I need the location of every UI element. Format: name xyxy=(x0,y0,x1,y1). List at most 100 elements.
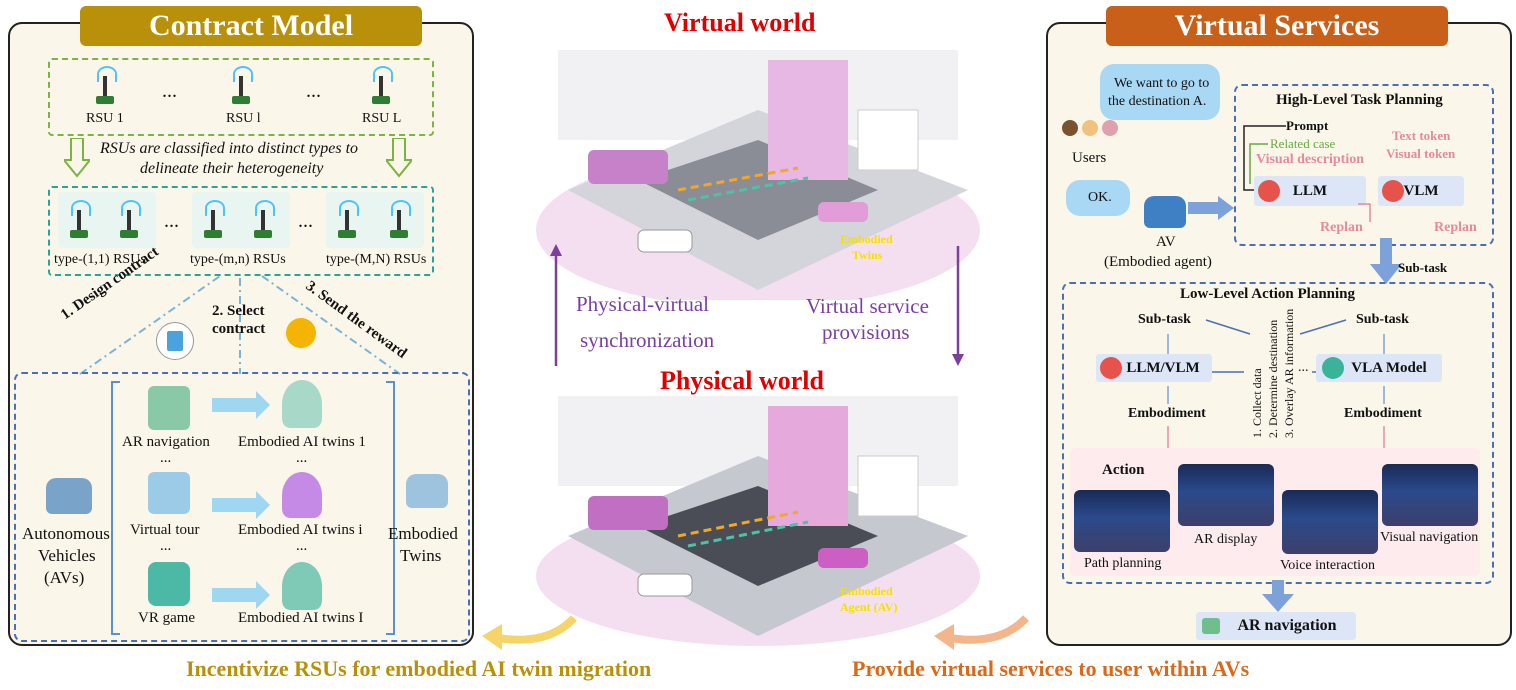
av-right-label-1: AV xyxy=(1156,234,1176,250)
step-select-contract: 2. Select contract xyxy=(212,303,266,337)
rsu-types-box xyxy=(48,186,434,276)
ok-bubble-text: OK. xyxy=(1088,190,1112,205)
embodied-agent-car-icon xyxy=(1144,196,1186,228)
rsu-ellipsis-1: ... xyxy=(162,80,177,102)
prompt-label: Prompt xyxy=(1286,118,1329,133)
sync-arrow-up-icon xyxy=(550,244,562,366)
vlm-brain-icon xyxy=(1382,180,1404,202)
provision-label-2: provisions xyxy=(822,320,910,344)
user-speech-bubble xyxy=(1100,64,1220,120)
type-MN-rsu-a-icon xyxy=(334,200,360,240)
path-planning-image xyxy=(1074,490,1170,552)
physical-world-scene xyxy=(536,396,980,646)
left-brace xyxy=(111,381,120,635)
action-ar-display: AR display xyxy=(1194,532,1258,547)
low-steps-3: 3. Overlay AR information xyxy=(1282,308,1296,438)
reward-coins-icon xyxy=(286,318,316,348)
contract-document-icon xyxy=(156,322,194,360)
llm-vlm-label: LLM/VLM xyxy=(1126,360,1200,376)
type-mn-rsu-a-icon xyxy=(200,200,226,240)
provision-label-1: Virtual service xyxy=(806,294,929,318)
type-mn-label: type-(m,n) RSUs xyxy=(190,252,286,267)
caption-right: Provide virtual services to user within … xyxy=(852,656,1250,681)
type-11-rsu-a-icon xyxy=(66,200,92,240)
ar-navigation-icon xyxy=(148,386,190,430)
low-subtask-right: Sub-task xyxy=(1356,312,1409,327)
rsu-1-icon xyxy=(92,66,118,106)
service-vr-game: VR game xyxy=(138,610,196,626)
low-steps-1: 1. Collect data xyxy=(1250,368,1264,438)
embodied-twins-car-icon xyxy=(406,474,448,508)
sync-label-2: synchronization xyxy=(580,328,715,352)
ar-navigation-output: AR navigation xyxy=(1196,612,1356,640)
action-label: Action xyxy=(1102,462,1145,478)
text-token-label: Text token xyxy=(1392,128,1451,143)
curved-arrow-left-icon xyxy=(482,615,577,650)
vla-model-label: VLA Model xyxy=(1351,360,1427,376)
vlm-replan-label: Replan xyxy=(1434,220,1477,235)
virtual-tag-1: Embodied xyxy=(840,232,893,246)
action-path-planning: Path planning xyxy=(1084,556,1162,571)
rsu-l-label: RSU l xyxy=(226,111,261,126)
ar-display-image xyxy=(1178,464,1274,526)
llm-replan-loop xyxy=(1358,203,1371,222)
virtual-services-title: Virtual Services xyxy=(1106,6,1448,46)
action-visual-navigation: Visual navigation xyxy=(1380,530,1479,545)
type-mn-rsu-b-icon xyxy=(250,200,276,240)
twin-label-3: Embodied AI twins I xyxy=(238,610,364,626)
service-virtual-tour: Virtual tour xyxy=(130,522,200,538)
embodied-twins-label-2: Twins xyxy=(400,546,442,565)
high-level-planning-box xyxy=(1234,84,1494,246)
down-arrow-right-icon xyxy=(386,138,412,178)
map-arrow-1 xyxy=(212,391,270,419)
ar-navigation-output-label: AR navigation xyxy=(1237,617,1337,634)
twin-label-2: Embodied AI twins i xyxy=(238,522,363,538)
rsu-ellipsis-2: ... xyxy=(306,80,321,102)
prompt-connector xyxy=(1243,125,1286,191)
twin-label-1: Embodied AI twins 1 xyxy=(238,434,366,450)
rsu-1-label: RSU 1 xyxy=(86,111,124,126)
av-label-1: Autonomous xyxy=(22,524,110,543)
av-label-3: (AVs) xyxy=(44,568,85,587)
type-11-rsu-b-icon xyxy=(116,200,142,240)
visual-description-label: Visual description xyxy=(1256,152,1364,167)
av-right-label-2: (Embodied agent) xyxy=(1104,254,1212,270)
vr-game-icon xyxy=(148,562,190,606)
llm-label: LLM xyxy=(1292,183,1328,199)
right-brace xyxy=(386,381,395,635)
subtask-arrow-label: Sub-task xyxy=(1398,260,1448,275)
llm-replan-label: Replan xyxy=(1320,220,1363,235)
sync-label-1: Physical-virtual xyxy=(576,292,709,316)
twin-ellipsis-2: ... xyxy=(296,538,308,554)
virtual-world-scene xyxy=(536,50,980,300)
agent-to-planning-arrow-icon xyxy=(1188,196,1234,220)
service-ellipsis-1: ... xyxy=(160,450,172,466)
user-bubble-line1: We want to go to xyxy=(1114,76,1210,91)
virtual-world-title: Virtual world xyxy=(664,8,816,37)
users-label: Users xyxy=(1072,150,1107,166)
types-ellipsis-1: ... xyxy=(164,210,179,232)
llm-vlm-brain-icon xyxy=(1100,357,1122,379)
types-ellipsis-2: ... xyxy=(298,210,313,232)
caption-left: Incentivize RSUs for embodied AI twin mi… xyxy=(186,656,652,681)
rsu-L-icon xyxy=(368,66,394,106)
provision-arrow-down-icon xyxy=(952,246,964,366)
ar-navigation-output-icon xyxy=(1202,618,1220,634)
services-box xyxy=(14,372,470,642)
subtask-down-arrow-icon xyxy=(1370,238,1402,284)
visual-navigation-image xyxy=(1382,464,1478,526)
step-select-contract-line: 2. Select contract xyxy=(212,302,282,338)
twin-avatar-3-icon xyxy=(282,562,322,610)
users-icon xyxy=(1060,120,1122,146)
service-ellipsis-2: ... xyxy=(160,538,172,554)
type-11-label: type-(1,1) RSUs xyxy=(54,252,146,267)
high-level-title: High-Level Task Planning xyxy=(1276,92,1443,108)
low-subtask-left: Sub-task xyxy=(1138,312,1191,327)
twin-ellipsis-1: ... xyxy=(296,450,308,466)
physical-tag-1: Embodied xyxy=(840,584,893,598)
virtual-tour-icon xyxy=(148,472,190,514)
voice-interaction-image xyxy=(1282,490,1378,554)
twin-avatar-2-icon xyxy=(282,472,322,518)
physical-tag-2: Agent (AV) xyxy=(840,600,898,614)
embodiment-left: Embodiment xyxy=(1128,406,1206,421)
